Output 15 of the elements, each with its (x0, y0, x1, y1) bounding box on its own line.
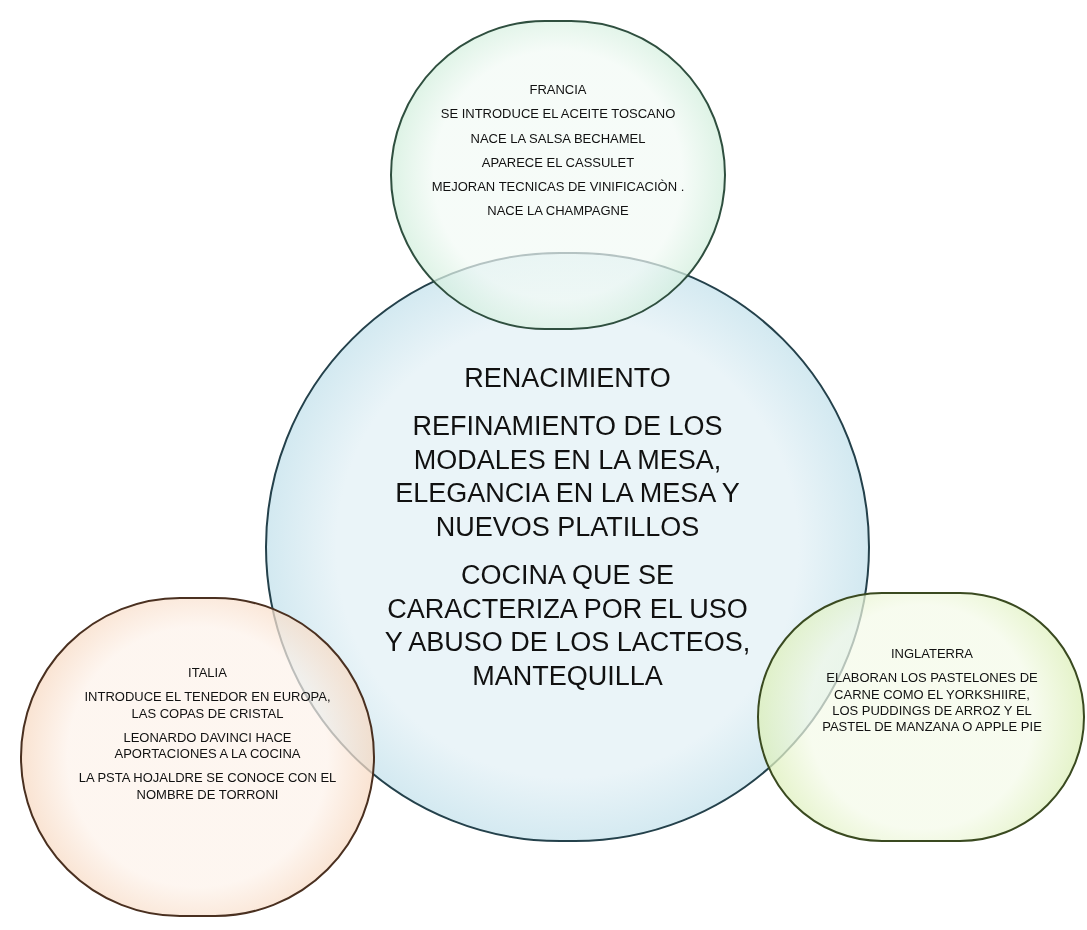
body-text: REFINAMIENTO DE LOS MODALES EN LA MESA, ELEGANCIA EN LA MESA Y NUEVOS PLATILLOS (394, 409, 741, 544)
body-text: NACE LA SALSA BECHAMEL (470, 130, 646, 147)
heading: FRANCIA (529, 82, 587, 99)
body-text: LA PSTA HOJALDRE SE CONOCE CON EL NOMBRE DE TORRONI (77, 770, 338, 803)
body-text: LEONARDO DAVINCI HACE APORTACIONES A LA COCINA (113, 729, 302, 763)
body-text: ELABORAN LOS PASTELONES DE CARNE COMO EL YORKSHIIRE, LOS PUDDINGS DE ARROZ Y EL PASTEL DE MANZANA O APPLE PIE (821, 670, 1043, 736)
heading: INGLATERRA (890, 646, 974, 663)
body-text: APARECE EL CASSULET (481, 154, 635, 171)
heading: RENACIMIENTO (464, 362, 671, 395)
body-text: INTRODUCE EL TENEDOR EN EUROPA, LAS COPAS DE CRISTAL (83, 689, 332, 722)
body-text: MEJORAN TECNICAS DE VINIFICACIÒN . (431, 179, 685, 196)
heading: ITALIA (188, 665, 227, 682)
body-text: NACE LA CHAMPAGNE (487, 203, 629, 220)
body-text: COCINA QUE SE CARACTERIZA POR EL USO Y ABUSO DE LOS LACTEOS, MANTEQUILLA (383, 558, 752, 693)
body-text: SE INTRODUCE EL ACEITE TOSCANO (440, 106, 676, 123)
